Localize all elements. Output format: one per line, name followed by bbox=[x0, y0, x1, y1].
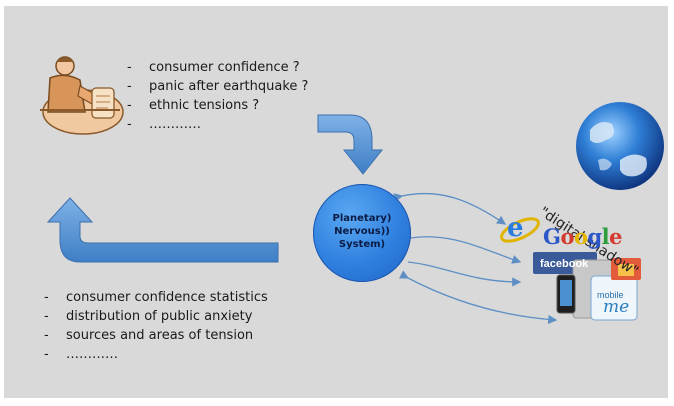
mobileme-logo-big: me bbox=[603, 297, 630, 317]
list-item: -………… bbox=[127, 117, 201, 132]
list-item: -consumer confidence statistics bbox=[44, 290, 268, 305]
facebook-logo: facebook bbox=[540, 258, 589, 270]
google-logo: Google bbox=[543, 224, 623, 249]
list-item: -sources and areas of tension bbox=[44, 328, 254, 343]
internet-explorer-logo: e bbox=[507, 213, 524, 243]
list-item: -distribution of public anxiety bbox=[44, 309, 253, 324]
node-label: Planetary) Nervous)) System) bbox=[332, 213, 392, 250]
planetary-nervous-system-node: Planetary) Nervous)) System) bbox=[313, 184, 411, 282]
list-item: -consumer confidence ? bbox=[127, 60, 300, 75]
list-item: -………… bbox=[44, 347, 118, 362]
mobileme-logo-small: mobile bbox=[597, 290, 624, 300]
globe-icon bbox=[576, 102, 664, 190]
person-at-desk-icon bbox=[40, 56, 124, 135]
phone-icon bbox=[556, 274, 576, 314]
list-item: -ethnic tensions ? bbox=[127, 98, 260, 113]
list-item: -panic after earthquake ? bbox=[127, 79, 309, 94]
connector-lines bbox=[393, 192, 558, 324]
output-results-list: -consumer confidence statistics -distrib… bbox=[44, 288, 268, 364]
digital-sources-cluster bbox=[533, 252, 641, 321]
input-questions-list: -consumer confidence ? -panic after eart… bbox=[127, 58, 308, 134]
internet-explorer-icon bbox=[500, 217, 540, 243]
input-arrow bbox=[317, 114, 384, 175]
output-arrow bbox=[46, 197, 279, 263]
